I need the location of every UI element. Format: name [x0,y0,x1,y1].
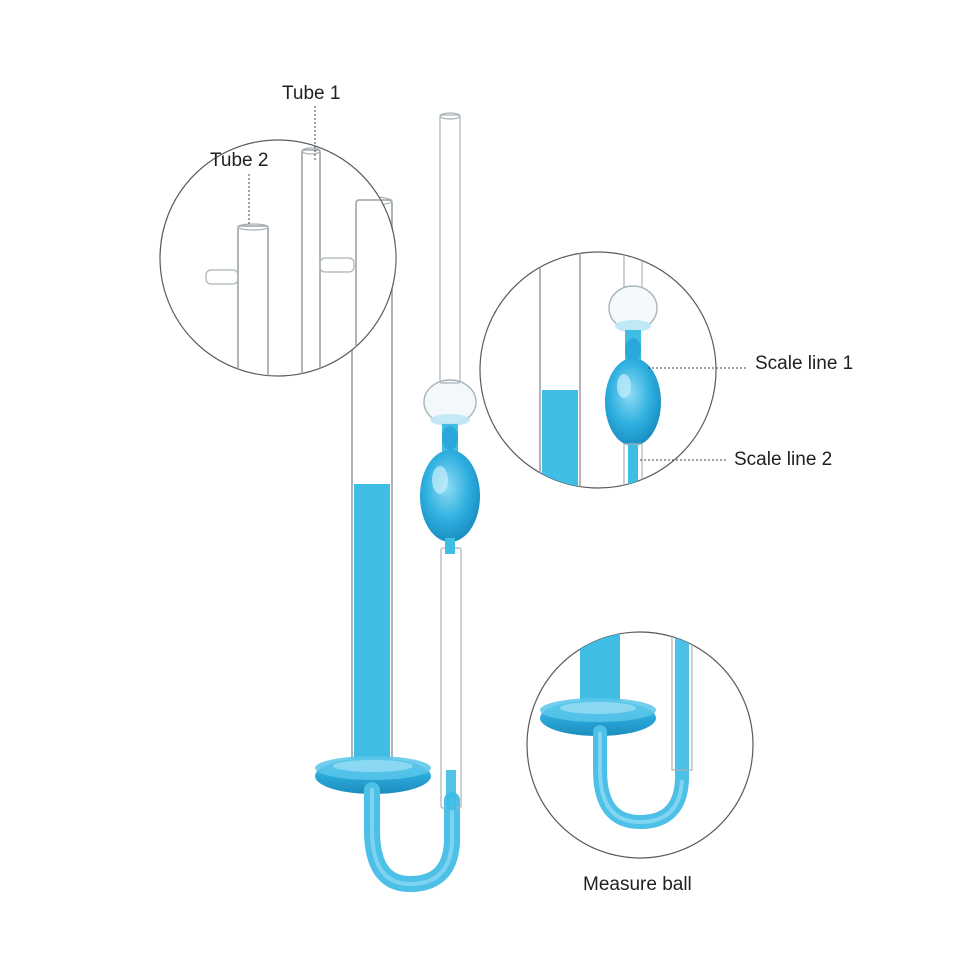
u-bend [364,782,460,893]
tube-2-glass [237,225,269,376]
measure-ball-label: Measure ball [583,874,692,895]
measuring-bulbs [420,379,480,554]
tube-detail-circle: Tube 1 Tube 2 [159,83,397,377]
tube-1-glass [301,149,321,376]
scale-line-1-label: Scale line 1 [755,353,853,374]
tube-1-label: Tube 1 [282,83,340,104]
capillary-upper [439,114,461,384]
measure-ball-detail-circle: Measure ball [526,631,754,895]
wide-tube-liquid [354,484,390,764]
main-viscometer [315,112,480,893]
reservoir-disc [315,756,431,794]
scale-detail-circle: Scale line 1 Scale line 2 [479,251,853,489]
capillary-lower [440,547,462,809]
tube-2-label: Tube 2 [210,150,268,171]
lower-bulb [420,450,480,542]
scale-line-2-label: Scale line 2 [734,449,832,470]
